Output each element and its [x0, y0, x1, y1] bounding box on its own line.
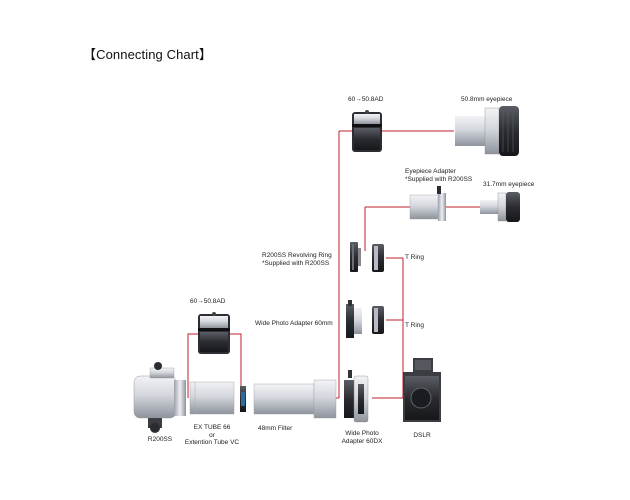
label-eyepiece-adapter-line1: Eyepiece Adapter [405, 168, 456, 175]
revolving-ring-part [350, 242, 361, 272]
label-wide-photo-60dx: Wide Photo Adapter 60DX [342, 430, 383, 445]
label-wide-photo-60dx-line1: Wide Photo [345, 430, 379, 437]
filter-48-part [240, 386, 246, 412]
label-revolving-ring-line1: R200SS Revolving Ring [262, 252, 332, 259]
eyepiece-adapter-part [409, 186, 446, 221]
extension-tube-part [253, 379, 337, 419]
eyepiece-317-part [480, 192, 520, 222]
label-t-ring-upper: T Ring [405, 254, 425, 261]
connector-lines [187, 130, 480, 399]
connector-left-adapter-right [230, 333, 242, 386]
label-wide-photo-60dx-line2: Adapter 60DX [341, 437, 383, 445]
r200ss-focuser-part [133, 362, 186, 433]
ex-tube-part [189, 381, 235, 415]
page-title: 【Connecting Chart】 [83, 47, 212, 62]
label-adapter-top: 60→50.8AD [348, 96, 384, 103]
connector-eyepiece-adapter [364, 206, 410, 251]
label-ex-tube-line1: EX TUBE 66 [193, 424, 231, 431]
wide-photo-adapter-60-part [346, 300, 362, 338]
label-eyepiece-317: 31.7mm eyepiece [483, 181, 535, 188]
label-adapter-left: 60→50.8AD [190, 298, 226, 305]
label-filter-48: 48mm Filter [258, 425, 293, 432]
label-eyepiece-adapter-line2: *Supplied with R200SS [405, 175, 473, 183]
connector-left-adapter [187, 333, 198, 398]
label-eyepiece-508: 50.8mm eyepiece [461, 96, 513, 103]
dslr-camera-part [403, 358, 441, 422]
label-r200ss: R200SS [147, 436, 173, 443]
eyepiece-508-part [455, 106, 519, 156]
adapter-top-part [352, 110, 382, 152]
wide-photo-adapter-60dx-part [344, 370, 369, 423]
label-ex-tube-line3: Extention Tube VC [184, 439, 240, 446]
label-ex-tube: EX TUBE 66 or Extention Tube VC [185, 424, 239, 447]
t-ring-lower-part [372, 306, 384, 334]
label-t-ring-lower: T Ring [405, 322, 425, 329]
label-wide-photo-adapter-60: Wide Photo Adapter 60mm [255, 320, 333, 327]
label-eyepiece-adapter: Eyepiece Adapter *Supplied with R200SS [405, 168, 472, 183]
connector-tring-dslr [386, 257, 404, 398]
t-ring-upper-part [372, 244, 384, 272]
label-ex-tube-line2: or [209, 431, 215, 439]
label-revolving-ring-line2: *Supplied with R200SS [262, 259, 330, 267]
label-revolving-ring: R200SS Revolving Ring *Supplied with R20… [262, 252, 332, 267]
adapter-left-part [198, 312, 230, 354]
label-dslr: DSLR [413, 432, 431, 439]
